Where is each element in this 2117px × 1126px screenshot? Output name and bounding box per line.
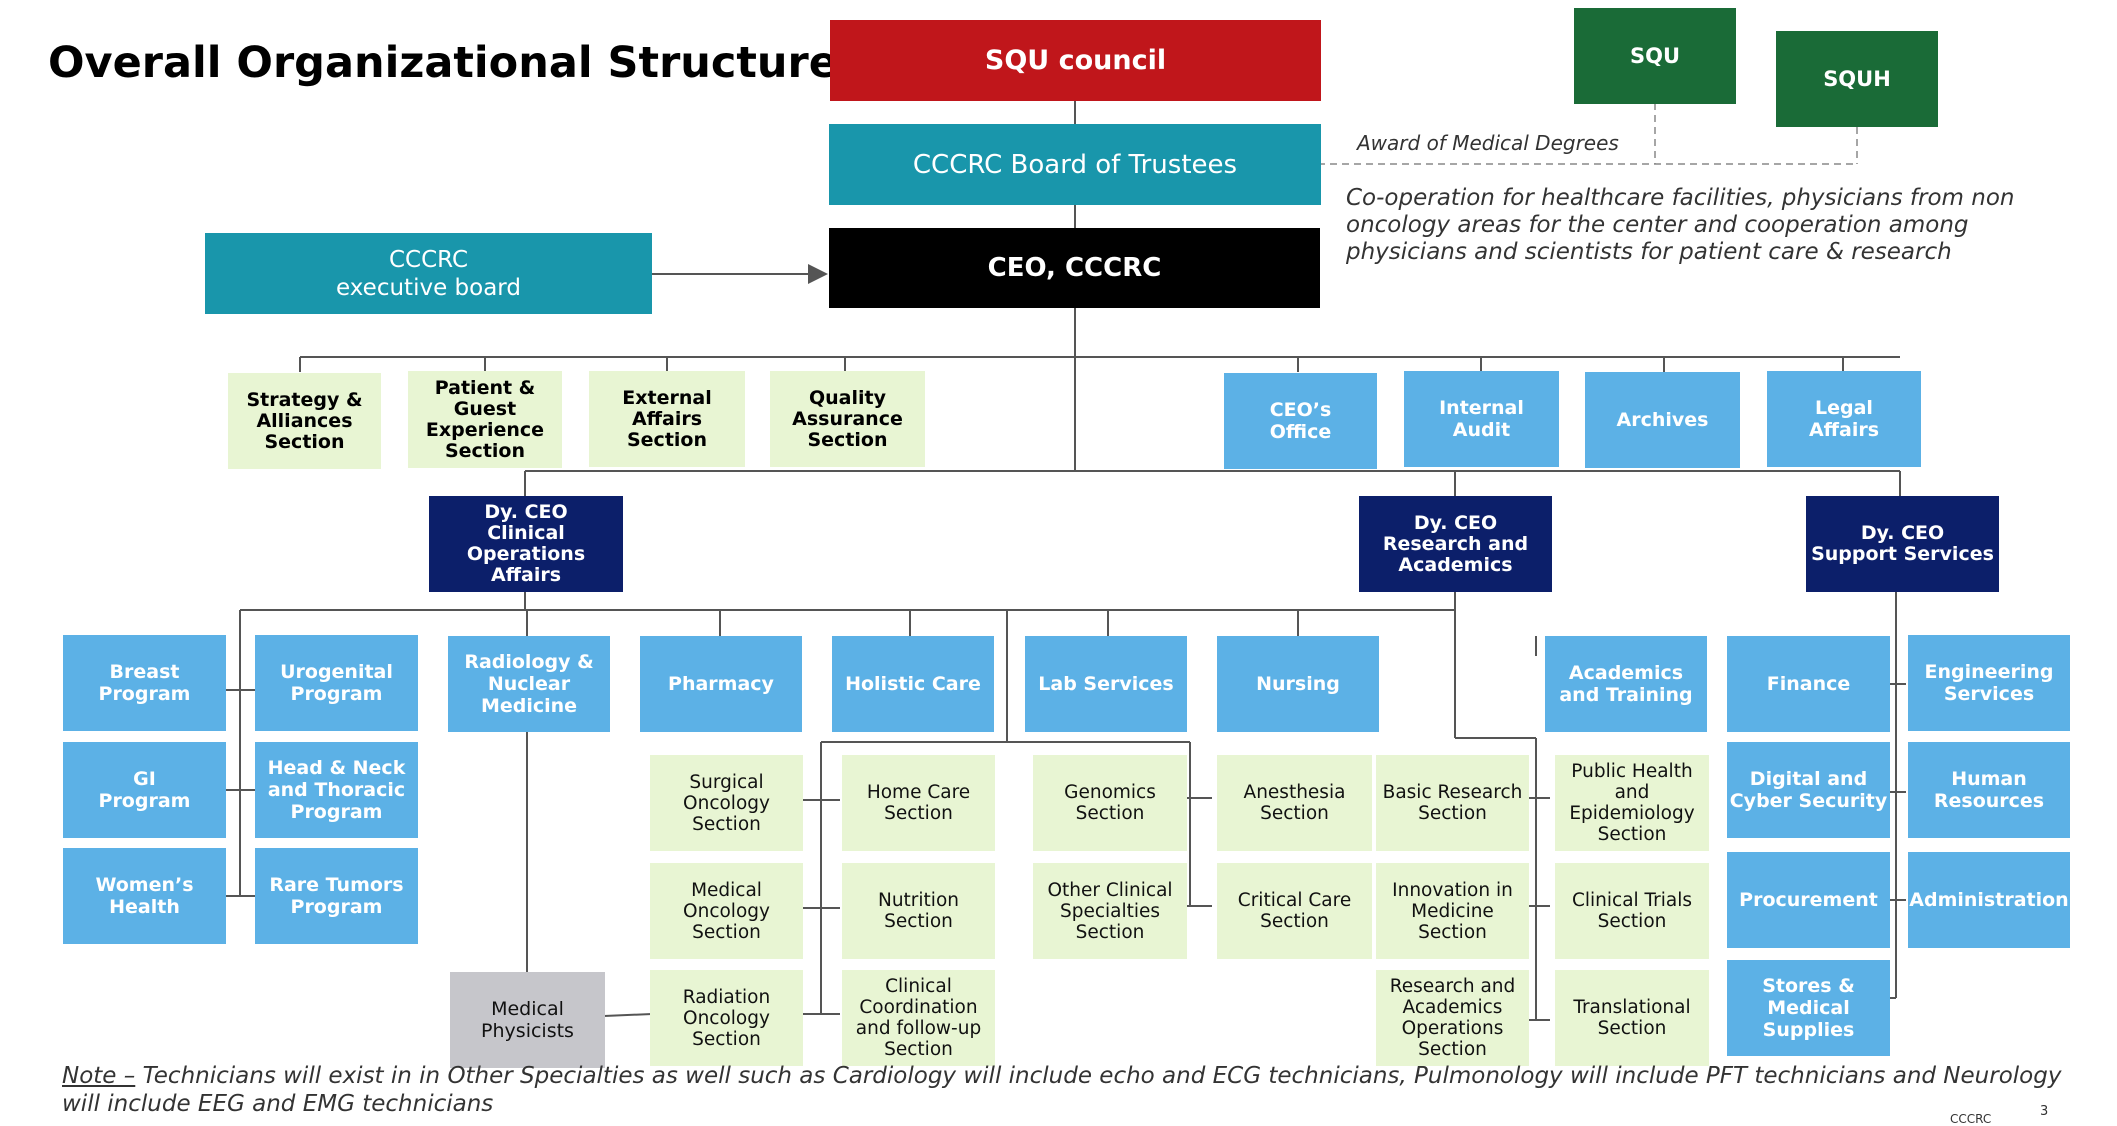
footer-brand: CCCRC — [1950, 1112, 1992, 1126]
squ-box: SQU — [1574, 8, 1736, 104]
medical-physicists-box: Medical Physicists — [450, 972, 605, 1068]
anesthesia-box: Anesthesia Section — [1217, 755, 1372, 851]
procurement-box: Procurement — [1727, 852, 1890, 948]
internal-audit-box: Internal Audit — [1404, 371, 1559, 467]
digital-cyber-box: Digital and Cyber Security — [1727, 742, 1890, 838]
clinical-coordination-box: Clinical Coordination and follow-up Sect… — [842, 970, 995, 1066]
breast-program-box: Breast Program — [63, 635, 226, 731]
squh-box: SQUH — [1776, 31, 1938, 127]
dy-ceo-research-box: Dy. CEO Research and Academics — [1359, 496, 1552, 592]
external-affairs-box: External Affairs Section — [589, 371, 745, 467]
head-neck-thoracic-box: Head & Neck and Thoracic Program — [255, 742, 418, 838]
home-care-box: Home Care Section — [842, 755, 995, 851]
note-label: Note – — [62, 1063, 136, 1089]
rare-tumors-box: Rare Tumors Program — [255, 848, 418, 944]
nursing-box: Nursing — [1217, 636, 1379, 732]
urogenital-program-box: Urogenital Program — [255, 635, 418, 731]
gi-program-box: GI Program — [63, 742, 226, 838]
ceo-box: CEO, CCCRC — [829, 228, 1320, 308]
radiology-nuclear-box: Radiology & Nuclear Medicine — [448, 636, 610, 732]
archives-box: Archives — [1585, 372, 1740, 468]
other-clinical-specialties-box: Other Clinical Specialties Section — [1033, 863, 1187, 959]
lab-services-box: Lab Services — [1025, 636, 1187, 732]
stores-medical-supplies-box: Stores & Medical Supplies — [1727, 960, 1890, 1056]
pharmacy-box: Pharmacy — [640, 636, 802, 732]
public-health-box: Public Health and Epidemiology Section — [1555, 755, 1709, 851]
award-note: Award of Medical Degrees — [1357, 131, 1619, 155]
genomics-box: Genomics Section — [1033, 755, 1187, 851]
surgical-oncology-box: Surgical Oncology Section — [650, 755, 803, 851]
clinical-trials-box: Clinical Trials Section — [1555, 863, 1709, 959]
legal-affairs-box: Legal Affairs — [1767, 371, 1921, 467]
nutrition-box: Nutrition Section — [842, 863, 995, 959]
finance-box: Finance — [1727, 636, 1890, 732]
holistic-care-box: Holistic Care — [832, 636, 994, 732]
academics-training-box: Academics and Training — [1545, 636, 1707, 732]
dy-ceo-clinical-box: Dy. CEO Clinical Operations Affairs — [429, 496, 623, 592]
translational-box: Translational Section — [1555, 970, 1709, 1066]
squ-council-box: SQU council — [830, 20, 1321, 101]
innovation-medicine-box: Innovation in Medicine Section — [1376, 863, 1529, 959]
executive-board-box: CCCRC executive board — [205, 233, 652, 314]
board-of-trustees-box: CCCRC Board of Trustees — [829, 124, 1321, 205]
page-number: 3 — [2040, 1104, 2049, 1119]
quality-assurance-box: Quality Assurance Section — [770, 371, 925, 467]
cooperation-note: Co-operation for healthcare facilities, … — [1346, 185, 2015, 265]
patient-guest-experience-box: Patient & Guest Experience Section — [408, 371, 562, 468]
womens-health-box: Women’s Health — [63, 848, 226, 944]
ceo-office-box: CEO’s Office — [1224, 373, 1377, 469]
radiation-oncology-box: Radiation Oncology Section — [650, 970, 803, 1066]
research-academics-ops-box: Research and Academics Operations Sectio… — [1376, 970, 1529, 1066]
engineering-services-box: Engineering Services — [1908, 635, 2070, 731]
human-resources-box: Human Resources — [1908, 742, 2070, 838]
note-text: Technicians will exist in in Other Speci… — [62, 1063, 2062, 1117]
basic-research-box: Basic Research Section — [1376, 755, 1529, 851]
technicians-note: Note – Technicians will exist in in Othe… — [62, 1062, 2062, 1118]
medical-oncology-box: Medical Oncology Section — [650, 863, 803, 959]
dy-ceo-support-box: Dy. CEO Support Services — [1806, 496, 1999, 592]
page-title: Overall Organizational Structure — [48, 38, 838, 88]
administration-box: Administration — [1908, 852, 2070, 948]
critical-care-box: Critical Care Section — [1217, 863, 1372, 959]
strategy-alliances-box: Strategy & Alliances Section — [228, 373, 381, 469]
